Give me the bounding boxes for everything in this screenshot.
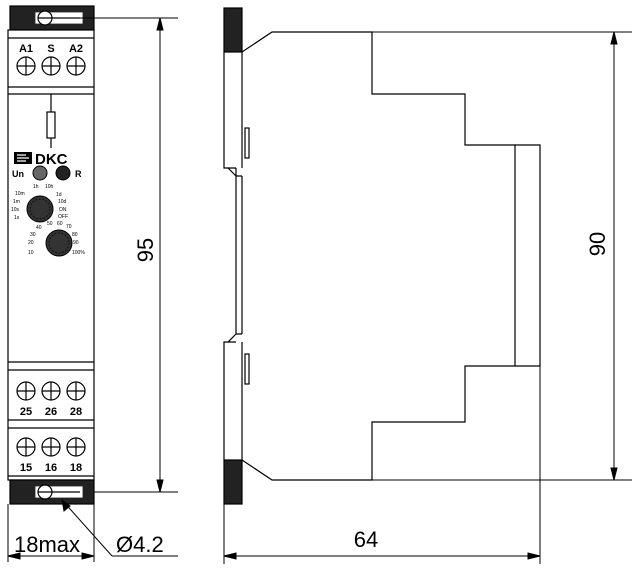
side-top-clip xyxy=(223,7,243,53)
percent-dial-label: 10 xyxy=(28,250,34,256)
percent-dial-label: 90 xyxy=(73,240,79,246)
time-dial-label: ON xyxy=(59,207,67,213)
dimension-height-front: 95 xyxy=(133,238,158,262)
time-dial-label: 1h xyxy=(33,184,39,190)
brand-text: DKC xyxy=(35,151,68,168)
screw-terminal xyxy=(41,381,61,401)
front-view xyxy=(7,5,95,505)
terminal-label-a2: A2 xyxy=(69,43,83,55)
dimension-depth-side: 64 xyxy=(354,527,378,552)
side-dimension-lines xyxy=(223,31,632,564)
screw-terminal xyxy=(41,56,61,76)
side-front-cover xyxy=(515,144,541,367)
screw-terminal xyxy=(16,381,36,401)
screw-terminal xyxy=(16,437,36,457)
screw-terminal xyxy=(16,56,36,76)
terminal-label-28: 28 xyxy=(70,406,82,418)
terminal-label-18: 18 xyxy=(70,462,82,474)
time-dial-label: 10m xyxy=(15,191,25,197)
percent-dial-label: 100% xyxy=(72,250,85,256)
percent-dial-label: 20 xyxy=(28,240,34,246)
mid-screw-terminals xyxy=(16,381,86,401)
percent-dial-label: 60 xyxy=(57,221,63,227)
side-view xyxy=(223,7,541,505)
screw-terminal xyxy=(66,56,86,76)
terminal-label-15: 15 xyxy=(20,462,32,474)
dimension-width-front: 18max xyxy=(14,532,80,557)
bottom-screw-terminals xyxy=(16,437,86,457)
terminal-label-26: 26 xyxy=(45,406,57,418)
percent-dial-label: 50 xyxy=(47,221,53,227)
screw-terminal xyxy=(66,381,86,401)
percent-dial: 40 50 60 70 30 80 20 90 10 100% xyxy=(28,221,85,257)
percent-dial-label: 80 xyxy=(72,232,78,238)
time-range-dial: 1h 10h 10m 1d 1m 10d 10s ON 1s OFF xyxy=(11,184,68,223)
percent-dial-label: 40 xyxy=(36,225,42,231)
terminal-label-s: S xyxy=(47,43,54,55)
time-dial-label: 10h xyxy=(45,184,54,190)
percent-dial-label: 30 xyxy=(30,232,36,238)
side-notch-bottom xyxy=(244,353,250,385)
screw-terminal xyxy=(41,437,61,457)
side-notch-top xyxy=(244,127,250,159)
time-dial-label: 1d xyxy=(56,192,62,198)
time-dial-label: 10s xyxy=(11,207,20,213)
time-dial-label: 10d xyxy=(58,199,67,205)
indicator-label-r: R xyxy=(75,169,82,179)
indicator-led-r xyxy=(55,165,71,181)
screw-terminal xyxy=(66,437,86,457)
top-screw-terminals xyxy=(16,56,86,76)
terminal-label-16: 16 xyxy=(45,462,57,474)
side-bottom-clip xyxy=(223,459,243,505)
side-body-outline xyxy=(223,31,516,481)
front-dimension-lines xyxy=(7,17,178,562)
indicator-label-un: Un xyxy=(12,169,24,179)
dimension-hole-diameter: Ø4.2 xyxy=(116,532,164,557)
time-dial-label: 1m xyxy=(13,199,20,205)
dkc-logo: DKC xyxy=(14,151,68,168)
terminal-label-a1: A1 xyxy=(19,43,33,55)
time-dial-label: 1s xyxy=(14,215,20,221)
terminal-label-25: 25 xyxy=(20,406,32,418)
percent-dial-label: 70 xyxy=(66,224,72,230)
dimension-height-side: 90 xyxy=(585,232,610,256)
time-dial-label: OFF xyxy=(58,214,68,220)
bottom-mounting-clip xyxy=(9,479,95,505)
indicator-led-un xyxy=(32,165,48,181)
